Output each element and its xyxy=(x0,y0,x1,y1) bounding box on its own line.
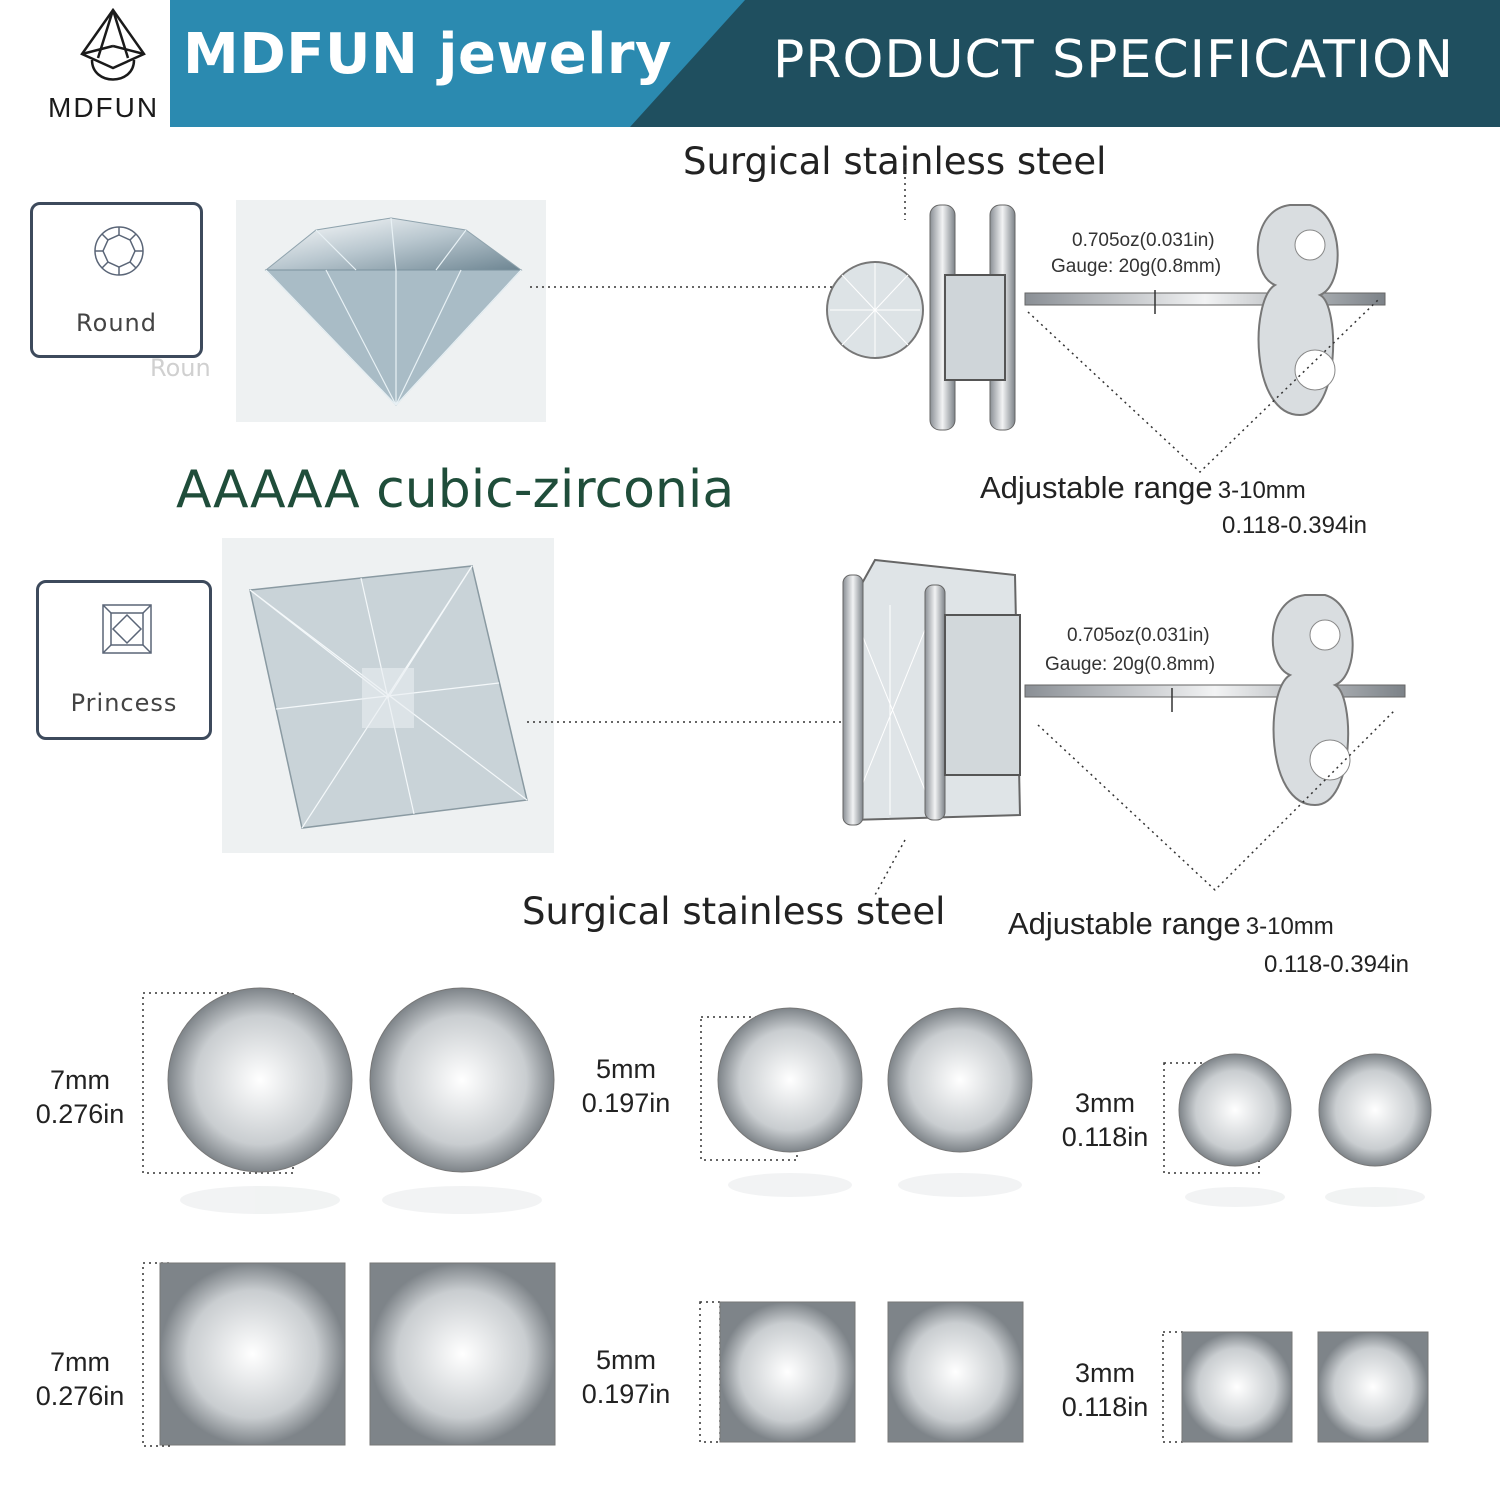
round-size-studs xyxy=(167,987,1432,1214)
princess-steel-label: Surgical stainless steel xyxy=(522,890,946,933)
round-earring-diagram xyxy=(826,204,1386,431)
princess-earring-diagram xyxy=(842,558,1406,826)
princess-adjustable: Adjustable range 3-10mm xyxy=(1008,906,1334,942)
princess-gauge: Gauge: 20g(0.8mm) xyxy=(1045,654,1216,675)
round-size-7: 7mm 0.276in xyxy=(30,1063,130,1131)
stud-5mm-princess xyxy=(719,1301,1024,1443)
princess-size-3: 3mm 0.118in xyxy=(1055,1356,1155,1424)
princess-weight: 0.705oz(0.031in) xyxy=(1067,625,1210,646)
stud-3mm-princess xyxy=(1181,1331,1429,1443)
round-gauge: Gauge: 20g(0.8mm) xyxy=(1051,256,1222,277)
round-adjustable: Adjustable range 3-10mm xyxy=(980,470,1306,506)
stud-5mm-round xyxy=(717,1007,1033,1153)
round-adjustable-label: Adjustable range xyxy=(980,470,1213,505)
princess-cut-icon xyxy=(102,604,152,654)
logo-text: MDFUN xyxy=(48,92,160,123)
princess-label: Princess xyxy=(70,689,178,717)
princess-gem-photo xyxy=(222,538,554,853)
princess-size-7-mm: 7mm xyxy=(50,1347,110,1377)
stud-7mm-princess xyxy=(159,1262,556,1446)
round-size-3: 3mm 0.118in xyxy=(1055,1086,1155,1154)
princess-size-5: 5mm 0.197in xyxy=(576,1343,676,1411)
round-range-in: 0.118-0.394in xyxy=(1222,512,1368,539)
material-heading: AAAAA cubic-zirconia xyxy=(176,460,735,520)
princess-size-5-mm: 5mm xyxy=(596,1345,656,1375)
round-size-5-in: 0.197in xyxy=(581,1088,671,1118)
princess-size-5-in: 0.197in xyxy=(581,1379,671,1409)
round-size-7-mm: 7mm xyxy=(50,1065,110,1095)
princess-size-3-in: 0.118in xyxy=(1061,1392,1149,1422)
princess-size-7-in: 0.276in xyxy=(35,1381,125,1411)
spec-title: PRODUCT SPECIFICATION xyxy=(773,30,1455,90)
logo-icon xyxy=(78,6,148,98)
round-size-5: 5mm 0.197in xyxy=(576,1052,676,1120)
princess-size-3-mm: 3mm xyxy=(1075,1358,1135,1388)
princess-size-7: 7mm 0.276in xyxy=(30,1345,130,1413)
round-label: Round xyxy=(76,309,157,337)
round-cut-icon xyxy=(94,226,144,276)
round-shape-card: Round xyxy=(30,202,203,358)
princess-shape-card: Princess xyxy=(36,580,212,740)
round-ghost-label: Roun xyxy=(150,354,211,382)
round-size-3-mm: 3mm xyxy=(1075,1088,1135,1118)
round-size-7-in: 0.276in xyxy=(35,1099,125,1129)
round-gem-photo xyxy=(236,200,546,422)
brand-title: MDFUN jewelry xyxy=(183,22,673,87)
round-range-mm: 3-10mm xyxy=(1217,477,1306,504)
stud-3mm-round xyxy=(1178,1053,1432,1167)
round-size-3-in: 0.118in xyxy=(1061,1122,1149,1152)
round-size-5-mm: 5mm xyxy=(596,1054,656,1084)
stud-7mm-round xyxy=(167,987,555,1173)
princess-range-in: 0.118-0.394in xyxy=(1264,951,1410,978)
round-weight: 0.705oz(0.031in) xyxy=(1072,230,1215,251)
round-steel-label: Surgical stainless steel xyxy=(683,140,1107,183)
princess-size-studs xyxy=(159,1262,1429,1446)
princess-adjustable-label: Adjustable range xyxy=(1008,906,1241,941)
princess-range-mm: 3-10mm xyxy=(1245,913,1334,940)
